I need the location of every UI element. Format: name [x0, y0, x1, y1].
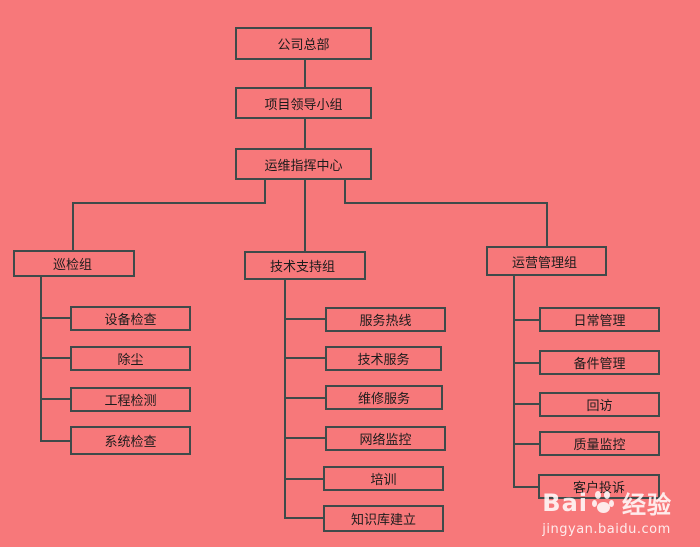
- item-label: 系统检查: [104, 435, 157, 450]
- node-leadership: 项目领导小组: [235, 87, 372, 119]
- item-label: 培训: [370, 473, 397, 488]
- node-tech-item: 知识库建立: [323, 505, 444, 532]
- spine-tech: [284, 280, 323, 519]
- node-command-center: 运维指挥中心: [235, 148, 372, 180]
- watermark-logo-prefix: Bai: [542, 488, 588, 517]
- item-label: 备件管理: [573, 357, 626, 372]
- node-command-center-label: 运维指挥中心: [264, 158, 343, 174]
- node-inspection-item: 工程检测: [70, 387, 191, 412]
- node-root-label: 公司总部: [277, 38, 330, 53]
- node-operations-item: 日常管理: [539, 307, 660, 332]
- item-label: 客户投诉: [572, 481, 625, 496]
- group-operations-label: 运营管理组: [512, 255, 578, 271]
- item-label: 知识库建立: [350, 513, 416, 528]
- node-operations-item: 回访: [539, 392, 660, 417]
- node-inspection-item: 除尘: [70, 346, 191, 371]
- node-root: 公司总部: [235, 27, 372, 60]
- node-tech-item: 服务热线: [325, 307, 446, 332]
- connector-to-inspection: [72, 180, 266, 250]
- watermark-logo: Bai 经验: [542, 485, 672, 520]
- connector-to-operations: [344, 180, 548, 246]
- item-label: 工程检测: [104, 394, 157, 409]
- item-label: 设备检查: [104, 313, 157, 328]
- node-tech-item: 技术服务: [325, 346, 442, 371]
- node-group-tech: 技术支持组: [244, 251, 366, 280]
- item-label: 回访: [586, 399, 613, 414]
- spine-operations: [513, 276, 538, 488]
- node-group-inspection: 巡检组: [13, 250, 135, 277]
- watermark-logo-suffix: 经验: [622, 491, 672, 519]
- node-group-operations: 运营管理组: [486, 246, 607, 276]
- node-inspection-item: 系统检查: [70, 426, 191, 455]
- node-operations-item: 质量监控: [539, 431, 660, 456]
- group-inspection-label: 巡检组: [53, 258, 93, 273]
- group-tech-label: 技术支持组: [270, 260, 336, 275]
- item-label: 服务热线: [359, 314, 412, 329]
- watermark: Bai 经验 jingyan.baidu.com: [542, 485, 672, 538]
- spine-inspection: [40, 277, 70, 442]
- node-leadership-label: 项目领导小组: [264, 97, 343, 113]
- node-tech-item: 网络监控: [325, 426, 446, 451]
- item-label: 质量监控: [573, 438, 626, 453]
- node-inspection-item: 设备检查: [70, 306, 191, 331]
- node-operations-item: 备件管理: [539, 350, 660, 375]
- item-label: 除尘: [117, 353, 144, 368]
- item-label: 维修服务: [357, 392, 410, 407]
- watermark-url: jingyan.baidu.com: [542, 522, 671, 537]
- item-label: 日常管理: [573, 314, 626, 329]
- paw-icon: [592, 490, 618, 515]
- node-tech-item: 培训: [323, 466, 444, 491]
- node-tech-item: 维修服务: [325, 385, 443, 410]
- item-label: 技术服务: [357, 353, 410, 368]
- item-label: 网络监控: [359, 433, 412, 448]
